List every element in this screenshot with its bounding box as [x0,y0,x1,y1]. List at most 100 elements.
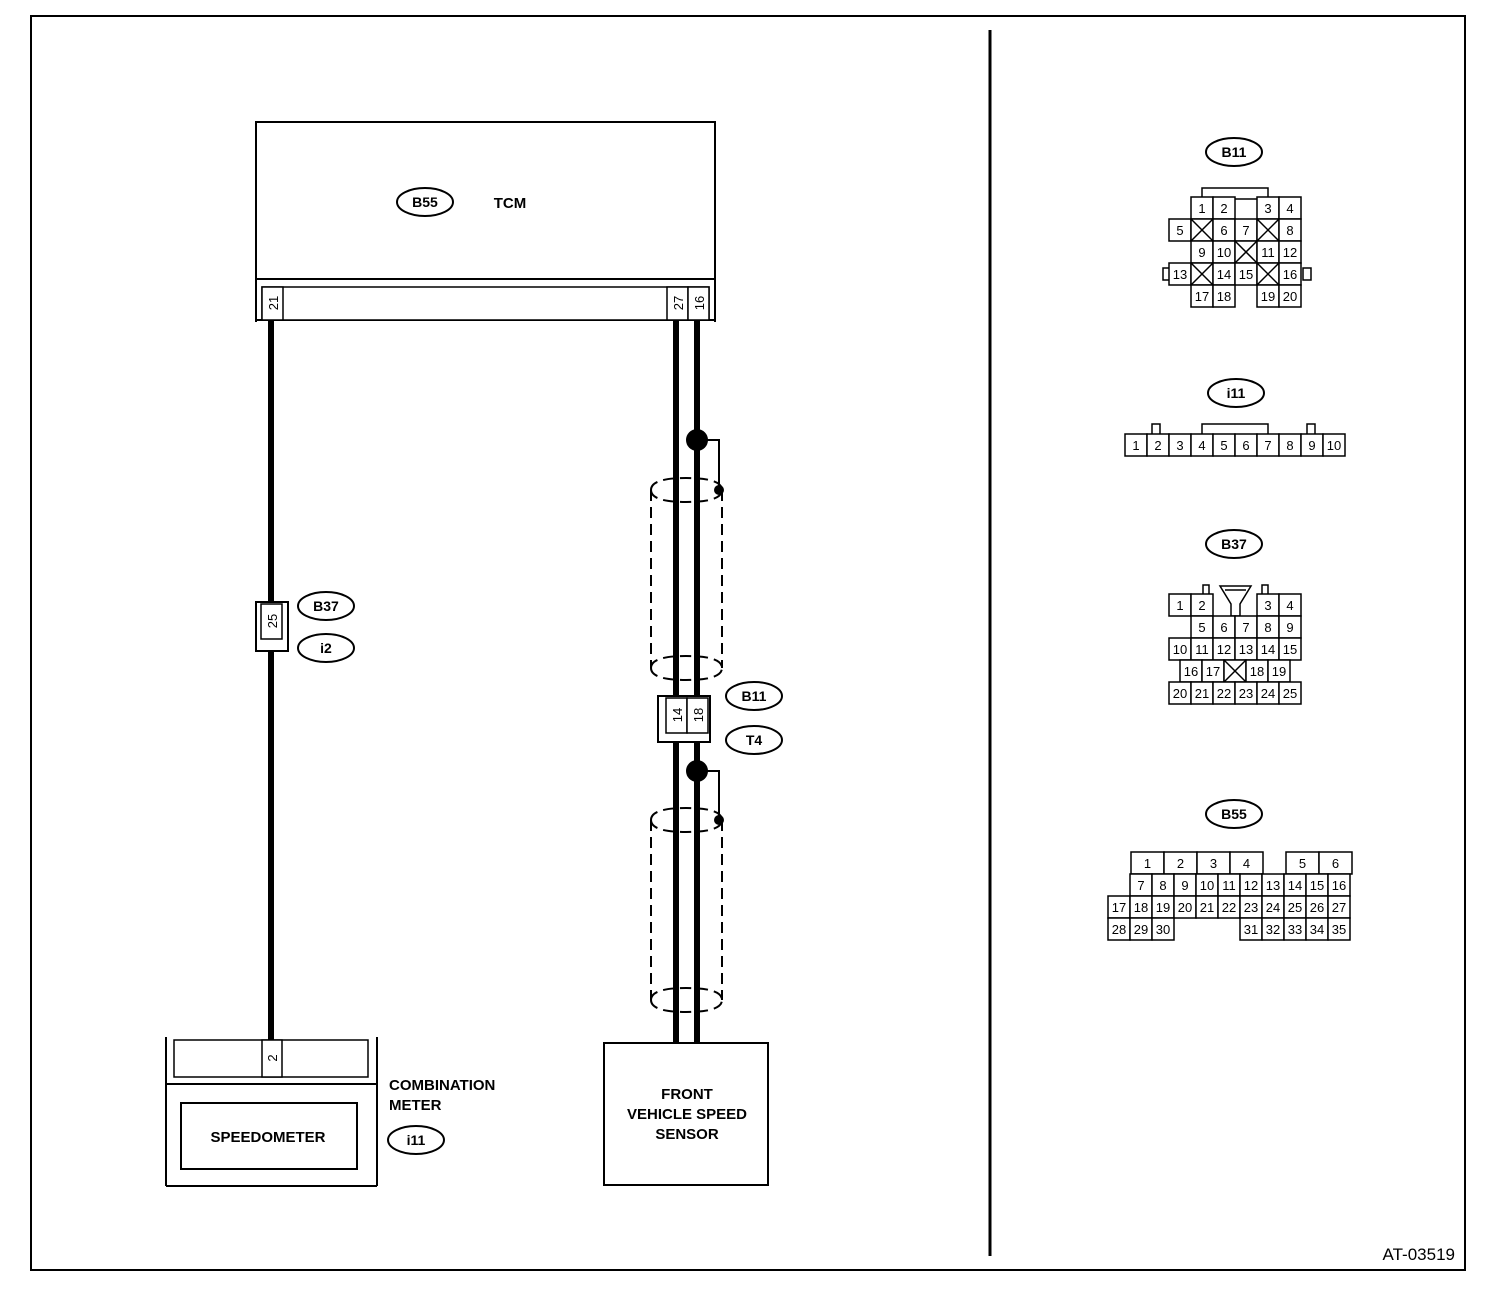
b37-pin-25-cell [1278,681,1302,705]
connector-badge-b11-joint [725,681,783,711]
b55-pin-1: 1 [1144,856,1151,871]
b55-pin-14: 14 [1288,878,1302,893]
b37-pin-20: 20 [1173,686,1187,701]
b55-pin-16: 16 [1332,878,1346,893]
connector-badge-b37-view [1205,529,1263,559]
connector-badge-t4 [725,725,783,755]
page-frame [30,15,1466,1271]
b55-pin-19: 19 [1156,900,1170,915]
b55-pin-35: 35 [1332,922,1346,937]
b55-pin-5: 5 [1299,856,1306,871]
b55-pin-35-cell [1327,917,1351,941]
b55-pin-21: 21 [1200,900,1214,915]
b11-pin-2: 2 [1220,201,1227,216]
b37-pin-25: 25 [1283,686,1297,701]
tcm-connector-label: B55 [412,194,438,210]
connector-badge-tcm [396,187,454,217]
b11-pin-10: 10 [1217,245,1231,260]
b55-pin-29: 29 [1134,922,1148,937]
i11-pin-1: 1 [1132,438,1139,453]
b55-pin-12: 12 [1244,878,1258,893]
b55-pin-34: 34 [1310,922,1324,937]
connector-label-b11-joint: B11 [742,688,767,704]
i11-pin-5: 5 [1220,438,1227,453]
b11-pin-9: 9 [1198,245,1205,260]
b37-pin-19: 19 [1272,664,1286,679]
b11-pin-16: 16 [1283,267,1297,282]
connector-label-t4: T4 [746,732,763,748]
document-id: AT-03519 [1383,1245,1455,1264]
b55-pin-6: 6 [1332,856,1339,871]
wires-speed-sensor [650,320,724,1043]
connector-label-i11: i11 [407,1132,426,1148]
b55-pin-30-cell [1151,917,1175,941]
b37-pin-14: 14 [1261,642,1275,657]
joint-b37-pin: 25 [265,614,280,628]
b11-pin-17: 17 [1195,289,1209,304]
b55-pin-2: 2 [1177,856,1184,871]
i11-pin-9: 9 [1308,438,1315,453]
b11-pin-14: 14 [1217,267,1231,282]
connector-label-i2: i2 [320,640,332,656]
connector-badge-b55-view [1205,799,1263,829]
b55-pin-26: 26 [1310,900,1324,915]
b37-pin-18: 18 [1250,664,1264,679]
b55-pin-32: 32 [1266,922,1280,937]
b11-pin-3: 3 [1264,201,1271,216]
b37-pin-9: 9 [1286,620,1293,635]
b11-blank-blank-mark [1256,218,1280,242]
tcm-pin-27: 27 [671,296,686,310]
b37-pin-16: 16 [1184,664,1198,679]
b37-pin-8: 8 [1264,620,1271,635]
i11-pin-8: 8 [1286,438,1293,453]
meter-pin-2: 2 [265,1054,280,1061]
connector-view-i11-label: i11 [1227,385,1246,401]
joint-connector-b11-t4: 14 18 B11 T4 [657,681,783,755]
sensor-label-3: SENSOR [655,1126,719,1143]
b55-pin-17: 17 [1112,900,1126,915]
b11-pin-8: 8 [1286,223,1293,238]
b11-pin-19: 19 [1261,289,1275,304]
joint-b11-pin-18: 18 [691,708,706,722]
b37-pin-5: 5 [1198,620,1205,635]
i11-pin-10-cell [1322,433,1346,457]
b55-pin-18: 18 [1134,900,1148,915]
combination-meter-label-1: COMBINATION [389,1077,495,1094]
b37-pin-10: 10 [1173,642,1187,657]
connector-view-b11-label: B11 [1222,144,1247,160]
i11-pin-10: 10 [1327,438,1341,453]
tcm-pin-21: 21 [266,296,281,310]
combination-meter: 2 SPEEDOMETER COMBINATION METER i11 [165,1037,495,1187]
b55-pin-7: 7 [1137,878,1144,893]
b11-blank-blank-mark [1234,240,1258,264]
b55-pin-27: 27 [1332,900,1346,915]
speedometer-label: SPEEDOMETER [210,1129,325,1146]
b37-pin-11: 11 [1195,642,1209,657]
b55-pin-9: 9 [1181,878,1188,893]
b55-pin-4: 4 [1243,856,1250,871]
b55-pin-31: 31 [1244,922,1258,937]
sensor-label-2: VEHICLE SPEED [627,1106,747,1123]
b11-blank-blank-mark [1256,262,1280,286]
b11-blank-blank-mark [1190,262,1214,286]
b55-pin-20: 20 [1178,900,1192,915]
b37-pin-4: 4 [1286,598,1293,613]
b55-pin-3: 3 [1210,856,1217,871]
b55-pin-28: 28 [1112,922,1126,937]
b55-pin-22: 22 [1222,900,1236,915]
connector-badge-i2 [297,633,355,663]
b55-pin-33: 33 [1288,922,1302,937]
b37-pin-1: 1 [1176,598,1183,613]
b11-pin-12: 12 [1283,245,1297,260]
b11-pin-15: 15 [1239,267,1253,282]
b55-pin-30: 30 [1156,922,1170,937]
tcm-label: TCM [494,195,527,212]
connector-view-b37-label: B37 [1221,536,1247,552]
i11-pin-6: 6 [1242,438,1249,453]
b11-pin-5: 5 [1176,223,1183,238]
